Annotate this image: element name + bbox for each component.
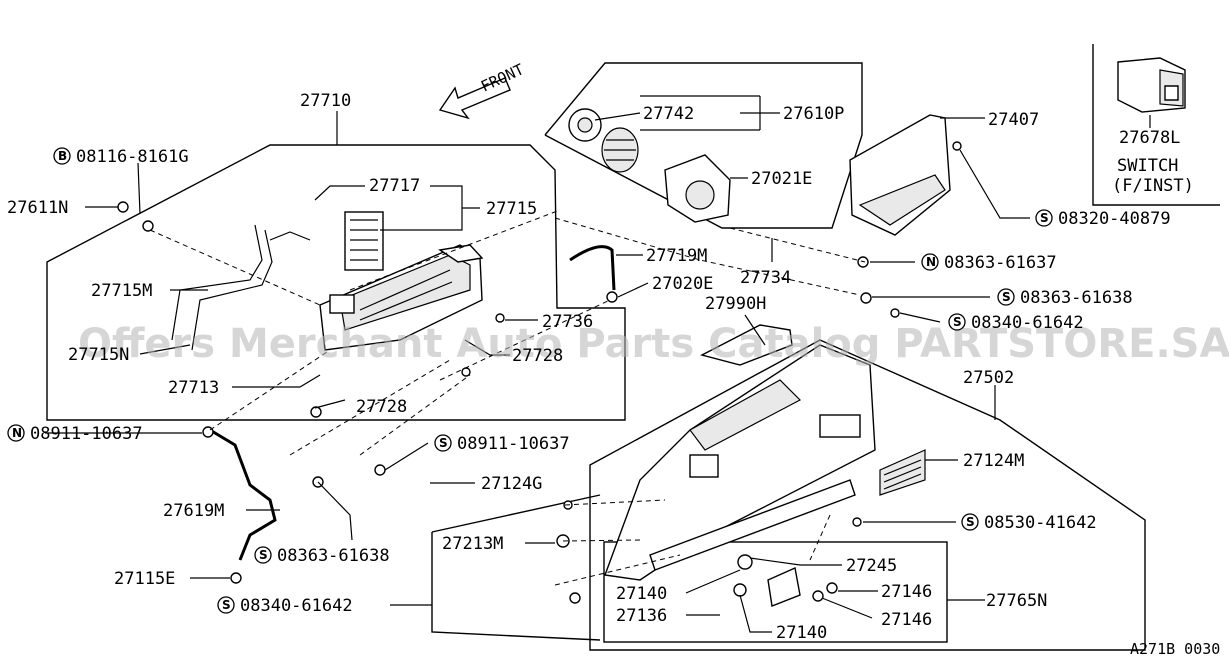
- blower-fan: [601, 127, 639, 173]
- part-label-27728-b: 27728: [356, 397, 407, 417]
- fastener-label-08340-61642-right: S 08340-61642: [948, 313, 1084, 333]
- part-label-27728-a: 27728: [512, 346, 563, 366]
- part-label-27021e: 27021E: [751, 169, 812, 189]
- resistor-block: [344, 211, 384, 271]
- part-label-27140-a: 27140: [616, 584, 667, 604]
- part-label-27715m: 27715M: [91, 281, 152, 301]
- part-label-27020e: 27020E: [652, 274, 713, 294]
- fastener-labels: B 08116-8161G S 08320-40879 N 08363-6163…: [7, 147, 1171, 616]
- fastener-label-08363-61638-left: S 08363-61638: [254, 546, 390, 566]
- front-arrow: FRONT: [438, 60, 527, 120]
- part-label-27136: 27136: [616, 606, 667, 626]
- inset-text: 27678L SWITCH (F/INST): [1112, 128, 1194, 196]
- part-label-27715: 27715: [486, 199, 537, 219]
- inset-caption-line1: SWITCH: [1117, 156, 1178, 176]
- fastener-prefix: S: [439, 436, 448, 450]
- switch-icon: [1117, 57, 1186, 128]
- part-label-27715n: 27715N: [68, 345, 129, 365]
- watermark: Offers Merchant Auto Parts Catalog PARTS…: [78, 321, 1229, 367]
- fastener-number: 08363-61638: [1020, 288, 1133, 308]
- part-label-27213m: 27213M: [442, 534, 503, 554]
- part-label-27742: 27742: [643, 104, 694, 124]
- fastener-number: 08530-41642: [984, 513, 1097, 533]
- part-label-27765n: 27765N: [986, 591, 1047, 611]
- part-label-27502: 27502: [963, 368, 1014, 388]
- part-label-27719m: 27719M: [646, 246, 707, 266]
- fastener-label-08363-61637: N 08363-61637: [921, 253, 1057, 273]
- fastener-prefix: S: [953, 315, 962, 329]
- inset-part-code: 27678L: [1119, 128, 1180, 148]
- switch-kit-box: [603, 541, 985, 643]
- fastener-prefix: S: [222, 598, 231, 612]
- part-label-27245: 27245: [846, 556, 897, 576]
- fastener-label-08116-8161g: B 08116-8161G: [53, 147, 189, 167]
- fastener-label-08340-61642-left: S 08340-61642: [217, 596, 353, 616]
- inset-caption-line2: (F/INST): [1112, 176, 1194, 196]
- fastener-prefix: S: [1002, 290, 1011, 304]
- fastener-prefix: B: [58, 149, 67, 163]
- fastener-label-08911-10637-s: S 08911-10637: [434, 434, 570, 454]
- drawing-code: A271B 0030: [1130, 640, 1220, 658]
- fastener-number: 08363-61637: [944, 253, 1057, 273]
- fastener-prefix: S: [1040, 211, 1049, 225]
- part-label-27736: 27736: [542, 312, 593, 332]
- fastener-label-08911-10637-n: N 08911-10637: [7, 424, 143, 444]
- cable-27619m: [209, 428, 277, 561]
- part-label-27124g: 27124G: [481, 474, 542, 494]
- fastener-number: 08911-10637: [457, 434, 570, 454]
- fastener-label-08530-41642: S 08530-41642: [961, 513, 1097, 533]
- blower-motor: [568, 108, 602, 142]
- fastener-prefix: S: [259, 548, 268, 562]
- part-label-27734: 27734: [740, 268, 791, 288]
- fastener-number: 08340-61642: [240, 596, 353, 616]
- hose-27719m: [569, 245, 616, 291]
- lower-duct-frame: [589, 339, 1146, 651]
- fastener-prefix: N: [926, 255, 936, 269]
- part-label-27124m: 27124M: [963, 451, 1024, 471]
- grille-27124m: [879, 449, 926, 496]
- part-label-27710: 27710: [300, 91, 351, 111]
- part-label-27713: 27713: [168, 378, 219, 398]
- part-label-27610p: 27610P: [783, 104, 844, 124]
- small-fasteners: [117, 141, 962, 604]
- fastener-number: 08320-40879: [1058, 209, 1171, 229]
- fastener-number: 08116-8161G: [76, 147, 189, 167]
- switch-kit-parts: [733, 554, 838, 607]
- heater-assembly-frame: [46, 144, 626, 421]
- part-label-27611n: 27611N: [7, 198, 68, 218]
- dashed-guides: [149, 209, 866, 586]
- fastener-number: 08363-61638: [277, 546, 390, 566]
- part-label-27717: 27717: [369, 176, 420, 196]
- fastener-prefix: S: [966, 515, 975, 529]
- fastener-label-08363-61638-right: S 08363-61638: [997, 288, 1133, 308]
- part-label-27407: 27407: [988, 110, 1039, 130]
- filter-cover-27407: [849, 114, 951, 236]
- inset-frame: [1092, 44, 1220, 206]
- heater-pipes: [171, 224, 311, 351]
- part-label-27619m: 27619M: [163, 501, 224, 521]
- side-bracket-lines: [431, 494, 601, 641]
- fastener-label-08320-40879: S 08320-40879: [1035, 209, 1171, 229]
- fastener-prefix: N: [12, 426, 22, 440]
- part-label-27146-a: 27146: [881, 582, 932, 602]
- part-label-27115e: 27115E: [114, 569, 175, 589]
- part-labels: 27710 27742 27610P 27407 27717 27715 270…: [7, 91, 1047, 643]
- fastener-number: 08340-61642: [971, 313, 1084, 333]
- duct-27502: [604, 344, 876, 581]
- blower-group-frame: [544, 62, 863, 229]
- part-label-27990h: 27990H: [705, 294, 766, 314]
- part-label-27140-b: 27140: [776, 623, 827, 643]
- fastener-number: 08911-10637: [30, 424, 143, 444]
- heater-core-unit: [319, 244, 484, 351]
- bracket-27990h: [700, 324, 793, 366]
- leader-lines: [45, 95, 1030, 633]
- part-label-27146-b: 27146: [881, 610, 932, 630]
- blower-housing: [664, 154, 731, 223]
